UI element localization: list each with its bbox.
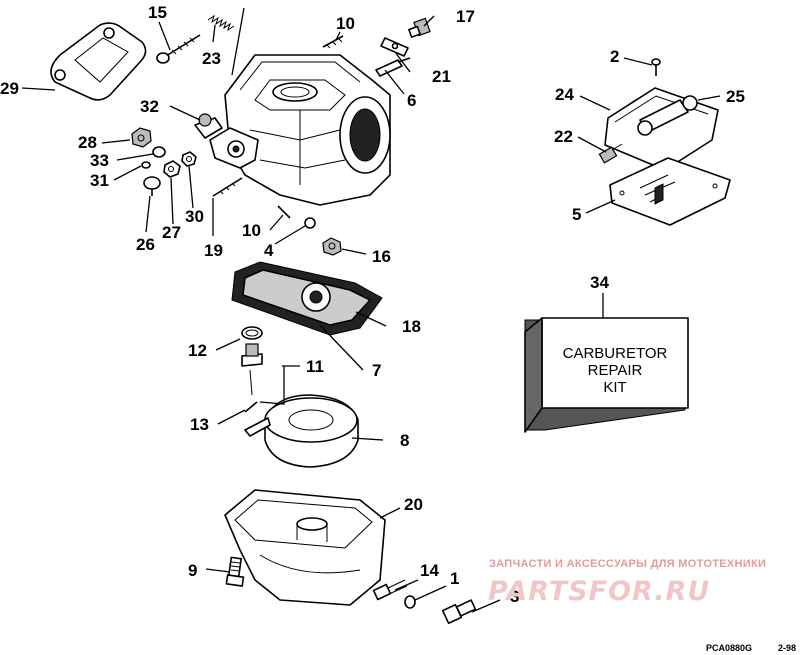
- callout-5: 5: [572, 205, 581, 224]
- part-20-float-bowl: [224, 489, 386, 606]
- part-18-gasket: [231, 261, 383, 336]
- part-17-fitting: [408, 17, 431, 38]
- callout-31: 31: [90, 171, 109, 190]
- drawing-code: PCA0880G: [706, 643, 752, 653]
- callout-23: 23: [202, 49, 221, 68]
- callout-28: 28: [78, 133, 97, 152]
- part-21-bracket: [380, 37, 409, 57]
- part-32-fitting: [198, 113, 212, 127]
- repair-kit-label: CARBURETOR REPAIR KIT: [563, 345, 668, 396]
- callout-27: 27: [162, 223, 181, 242]
- callout-30: 30: [185, 207, 204, 226]
- part-19-screw: [212, 177, 243, 197]
- part-13-pin: [244, 401, 258, 413]
- callout-15: 15: [148, 3, 167, 22]
- callout-29: 29: [0, 79, 19, 98]
- part-34-repair-kit: [524, 317, 689, 433]
- callout-3: 3: [510, 587, 519, 606]
- part-31-ring: [141, 161, 151, 169]
- callout-16: 16: [372, 247, 391, 266]
- part-10-pin-lower: [277, 205, 291, 219]
- leader-lines: [21, 7, 721, 613]
- callout-9: 9: [188, 561, 197, 580]
- callout-7: 7: [372, 361, 381, 380]
- callout-11: 11: [306, 357, 324, 376]
- part-29-flange-gasket: [50, 22, 147, 101]
- part-8-float: [244, 394, 359, 468]
- callout-34: 34: [590, 273, 609, 292]
- part-2-screw: [651, 58, 661, 76]
- callout-numbers: 15 23 10 17 21 6 29 32 28 33 31 26 27 30…: [0, 3, 745, 606]
- callout-4: 4: [264, 241, 274, 260]
- part-1-washer: [404, 595, 416, 609]
- kit-label-line3: KIT: [603, 379, 626, 396]
- callout-20: 20: [404, 495, 423, 514]
- part-12-o-ring: [241, 326, 263, 340]
- part-22-fitting: [598, 143, 623, 164]
- part-24-pump-cover: [604, 87, 719, 171]
- callout-6: 6: [407, 91, 416, 110]
- callout-8: 8: [400, 431, 409, 450]
- part-28-nut: [131, 127, 152, 148]
- callout-18: 18: [402, 317, 421, 336]
- callout-32: 32: [140, 97, 159, 116]
- callout-21: 21: [432, 67, 451, 86]
- callout-10: 10: [336, 14, 355, 33]
- callout-1: 1: [450, 569, 459, 588]
- part-4-ball: [304, 217, 316, 229]
- callout-22: 22: [554, 127, 573, 146]
- callout-17: 17: [456, 7, 475, 26]
- callout-12: 12: [188, 341, 207, 360]
- callout-10-lower: 10: [242, 221, 261, 240]
- callout-19: 19: [204, 241, 223, 260]
- part-9-screw: [225, 556, 245, 587]
- part-3-drain-plug: [441, 599, 477, 625]
- part-10-pin-top: [322, 35, 344, 49]
- callout-33: 33: [90, 151, 109, 170]
- watermark: ЗАПЧАСТИ И АКСЕССУАРЫ ДЛЯ МОТОТЕХНИКИ PA…: [488, 558, 766, 607]
- part-6-needle: [375, 57, 411, 77]
- kit-label-line2: REPAIR: [588, 362, 643, 379]
- part-16-nut: [322, 237, 342, 256]
- callout-25: 25: [726, 87, 745, 106]
- part-27-nut: [163, 160, 181, 178]
- callout-24: 24: [555, 85, 574, 104]
- callout-26: 26: [136, 235, 155, 254]
- part-14-plug: [372, 579, 408, 601]
- part-26-screw: [143, 176, 161, 196]
- drawing-date: 2-98: [778, 643, 796, 653]
- watermark-brand: PARTSFOR.RU: [488, 576, 710, 607]
- callout-14: 14: [420, 561, 439, 580]
- kit-label-line1: CARBURETOR: [563, 345, 668, 362]
- callout-13: 13: [190, 415, 209, 434]
- part-11-jet: [241, 343, 263, 396]
- part-5-diaphragm: [609, 157, 731, 226]
- part-23-spring: [207, 14, 235, 32]
- part-33-washer: [152, 146, 166, 158]
- part-15-screw: [156, 34, 201, 64]
- watermark-subtitle: ЗАПЧАСТИ И АКСЕССУАРЫ ДЛЯ МОТОТЕХНИКИ: [489, 558, 766, 570]
- callout-2: 2: [610, 47, 619, 66]
- part-carburetor-body: [194, 54, 391, 206]
- part-30-washer: [181, 151, 197, 167]
